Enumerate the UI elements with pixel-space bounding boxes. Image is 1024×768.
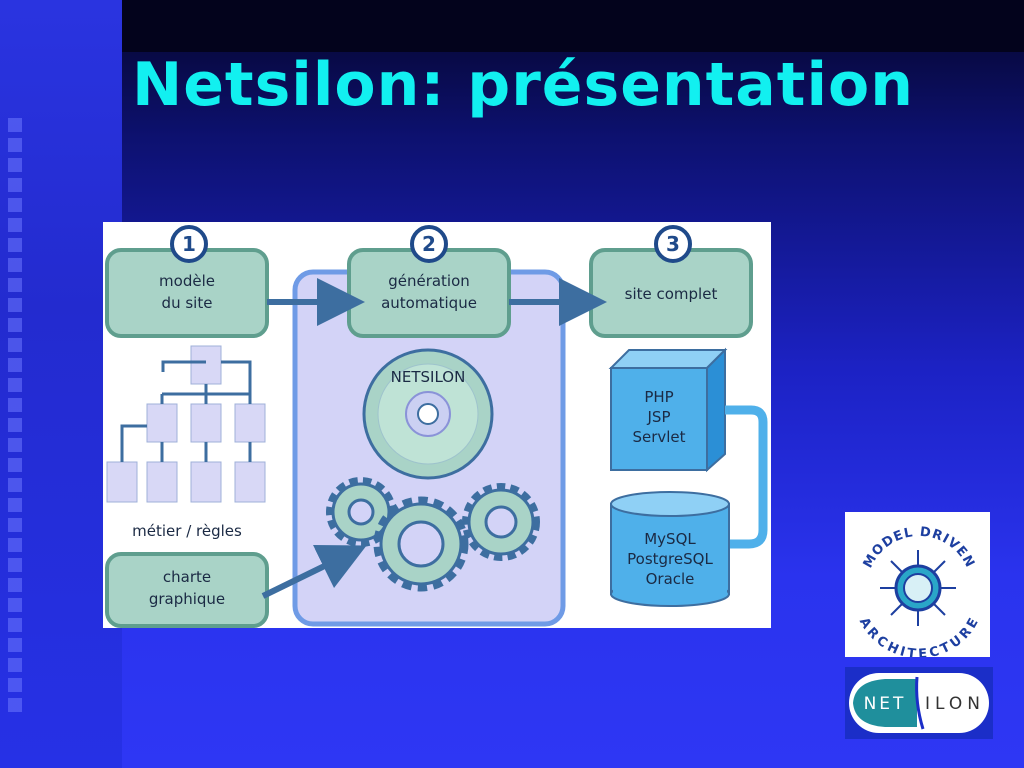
decorative-squares — [8, 118, 26, 718]
diagram-canvas: 1 2 3 modèle du site génération automati… — [105, 225, 768, 628]
rules-label: métier / règles — [132, 522, 242, 540]
step-2-label-line-1: génération — [388, 272, 470, 290]
database-cylinder — [610, 491, 730, 607]
db-line-3: Oracle — [646, 570, 695, 588]
arrow-charte-to-generation — [261, 544, 367, 599]
step-2-number: 2 — [422, 232, 436, 256]
mda-bottom-text: ARCHITECTURE — [856, 615, 982, 657]
step-3-label: site complet — [625, 285, 718, 303]
netsilon-logo-left: NET — [864, 694, 907, 714]
tech-line-3: Servlet — [632, 428, 685, 446]
rules-tree-lines — [120, 360, 252, 462]
step-1-number: 1 — [182, 232, 196, 256]
gears-icon — [326, 477, 540, 592]
tech-line-1: PHP — [644, 388, 673, 406]
top-dark-strip — [122, 0, 1024, 52]
step-1-number-circle — [170, 225, 208, 263]
charte-label-line-1: charte — [163, 568, 211, 586]
step-3-number: 3 — [666, 232, 680, 256]
netsilon-logo-right: ILON — [925, 694, 985, 714]
db-line-1: MySQL — [644, 530, 696, 548]
step-1-box — [105, 248, 269, 338]
charte-box — [105, 552, 269, 628]
step-1-label-line-2: du site — [162, 294, 213, 312]
cube-to-db-connector — [725, 405, 768, 549]
tech-stack-cube — [608, 347, 728, 473]
step-2-number-circle — [410, 225, 448, 263]
left-decorative-band — [0, 0, 122, 768]
netsilon-disc-icon — [362, 348, 494, 480]
rules-tree-icon — [106, 345, 266, 503]
slide-title: Netsilon: présentation — [132, 50, 914, 120]
tech-line-2: JSP — [647, 408, 671, 426]
netsilon-diagram: 1 2 3 modèle du site génération automati… — [103, 222, 771, 628]
step-1-label-line-1: modèle — [159, 272, 215, 290]
step-2-label-line-2: automatique — [381, 294, 477, 312]
disc-label: NETSILON — [391, 368, 466, 386]
db-line-2: PostgreSQL — [627, 550, 713, 568]
mda-logo: MODEL DRIVEN ARCHITECTURE — [845, 512, 990, 662]
step-3-number-circle — [654, 225, 692, 263]
netsilon-logo: NET ILON — [845, 667, 993, 739]
charte-label-line-2: graphique — [149, 590, 225, 608]
